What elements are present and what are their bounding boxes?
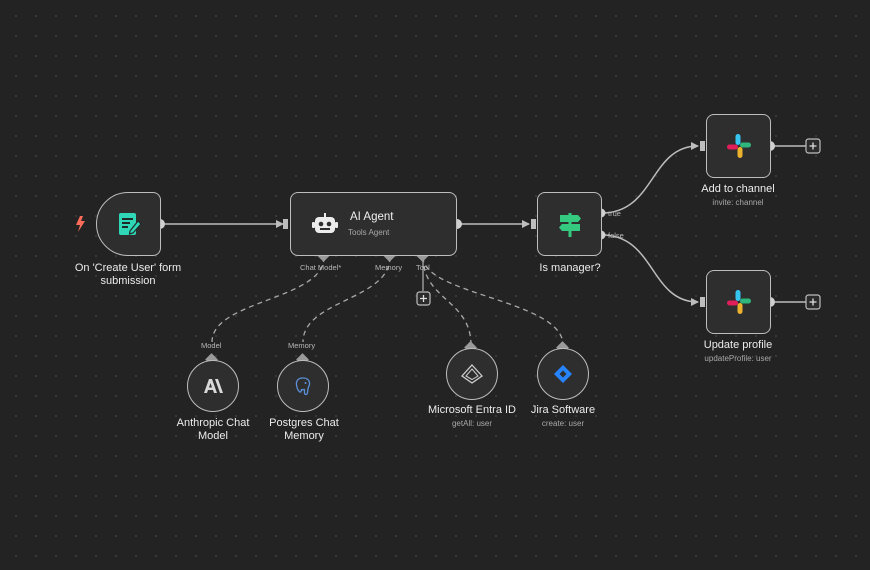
add-to-channel-title: Add to channel [701,183,775,195]
jira-subtitle: create: user [541,419,585,428]
update-profile-node[interactable] [706,270,771,334]
add-to-channel-subtitle: invite: channel [712,198,764,207]
plus-icon [420,295,427,302]
add-after-update-profile-button[interactable] [805,294,821,310]
add-after-add-channel-button[interactable] [805,138,821,154]
anthropic-title: Anthropic Chat Model [176,417,250,442]
wire-tool-entra [422,256,472,346]
postgres-title: Postgres Chat Memory [269,417,339,442]
microsoft-entra-id-node[interactable] [446,348,498,400]
add-to-channel-node[interactable] [706,114,771,178]
chat-model-port-label: Chat Model* [300,263,342,272]
ai-agent-title: AI Agent [350,211,394,223]
form-trigger-node[interactable] [96,192,161,256]
entra-icon [461,364,483,384]
entra-subtitle: getAll: user [451,419,493,428]
add-channel-input-port [700,141,705,151]
postgres-icon [295,377,311,396]
update-profile-input-port [700,297,705,307]
if-input-port [531,219,536,229]
signpost-icon [558,213,581,237]
entra-title: Microsoft Entra ID [427,404,517,416]
postgres-chat-memory-node[interactable] [277,360,329,412]
anthropic-icon [204,379,223,393]
ai-agent-node[interactable] [290,192,457,256]
model-input-label: Model [201,341,222,350]
trigger-node-title: On 'Create User' form submission [74,262,182,287]
form-icon [118,213,142,235]
slack-icon [726,290,751,314]
memory-input-label: Memory [288,341,316,350]
if-node-title: Is manager? [539,262,601,274]
ai-agent-subtitle: Tools Agent [348,228,390,237]
plus-icon [809,298,817,306]
update-profile-title: Update profile [703,339,773,351]
wire-memory [302,256,391,343]
slack-icon [726,134,751,158]
update-profile-subtitle: updateProfile: user [704,354,772,363]
wire-false-to-update-profile [601,234,699,306]
jira-icon [554,365,572,383]
true-branch-label: true [608,209,621,218]
wire-tool-jira [422,256,564,346]
false-branch-label: false [608,231,624,240]
agent-input-port [283,219,288,229]
anthropic-chat-model-node[interactable] [187,360,239,412]
memory-port-label: Memory [375,263,403,272]
lightning-icon [76,216,85,232]
jira-software-node[interactable] [537,348,589,400]
jira-title: Jira Software [530,404,596,416]
add-tool-button[interactable] [416,291,431,306]
plus-icon [809,142,817,150]
tool-port-label: Tool [416,263,430,272]
wire-model [211,256,325,343]
wire-true-to-add-channel [601,142,699,214]
if-node[interactable] [537,192,602,256]
robot-icon [312,213,338,233]
